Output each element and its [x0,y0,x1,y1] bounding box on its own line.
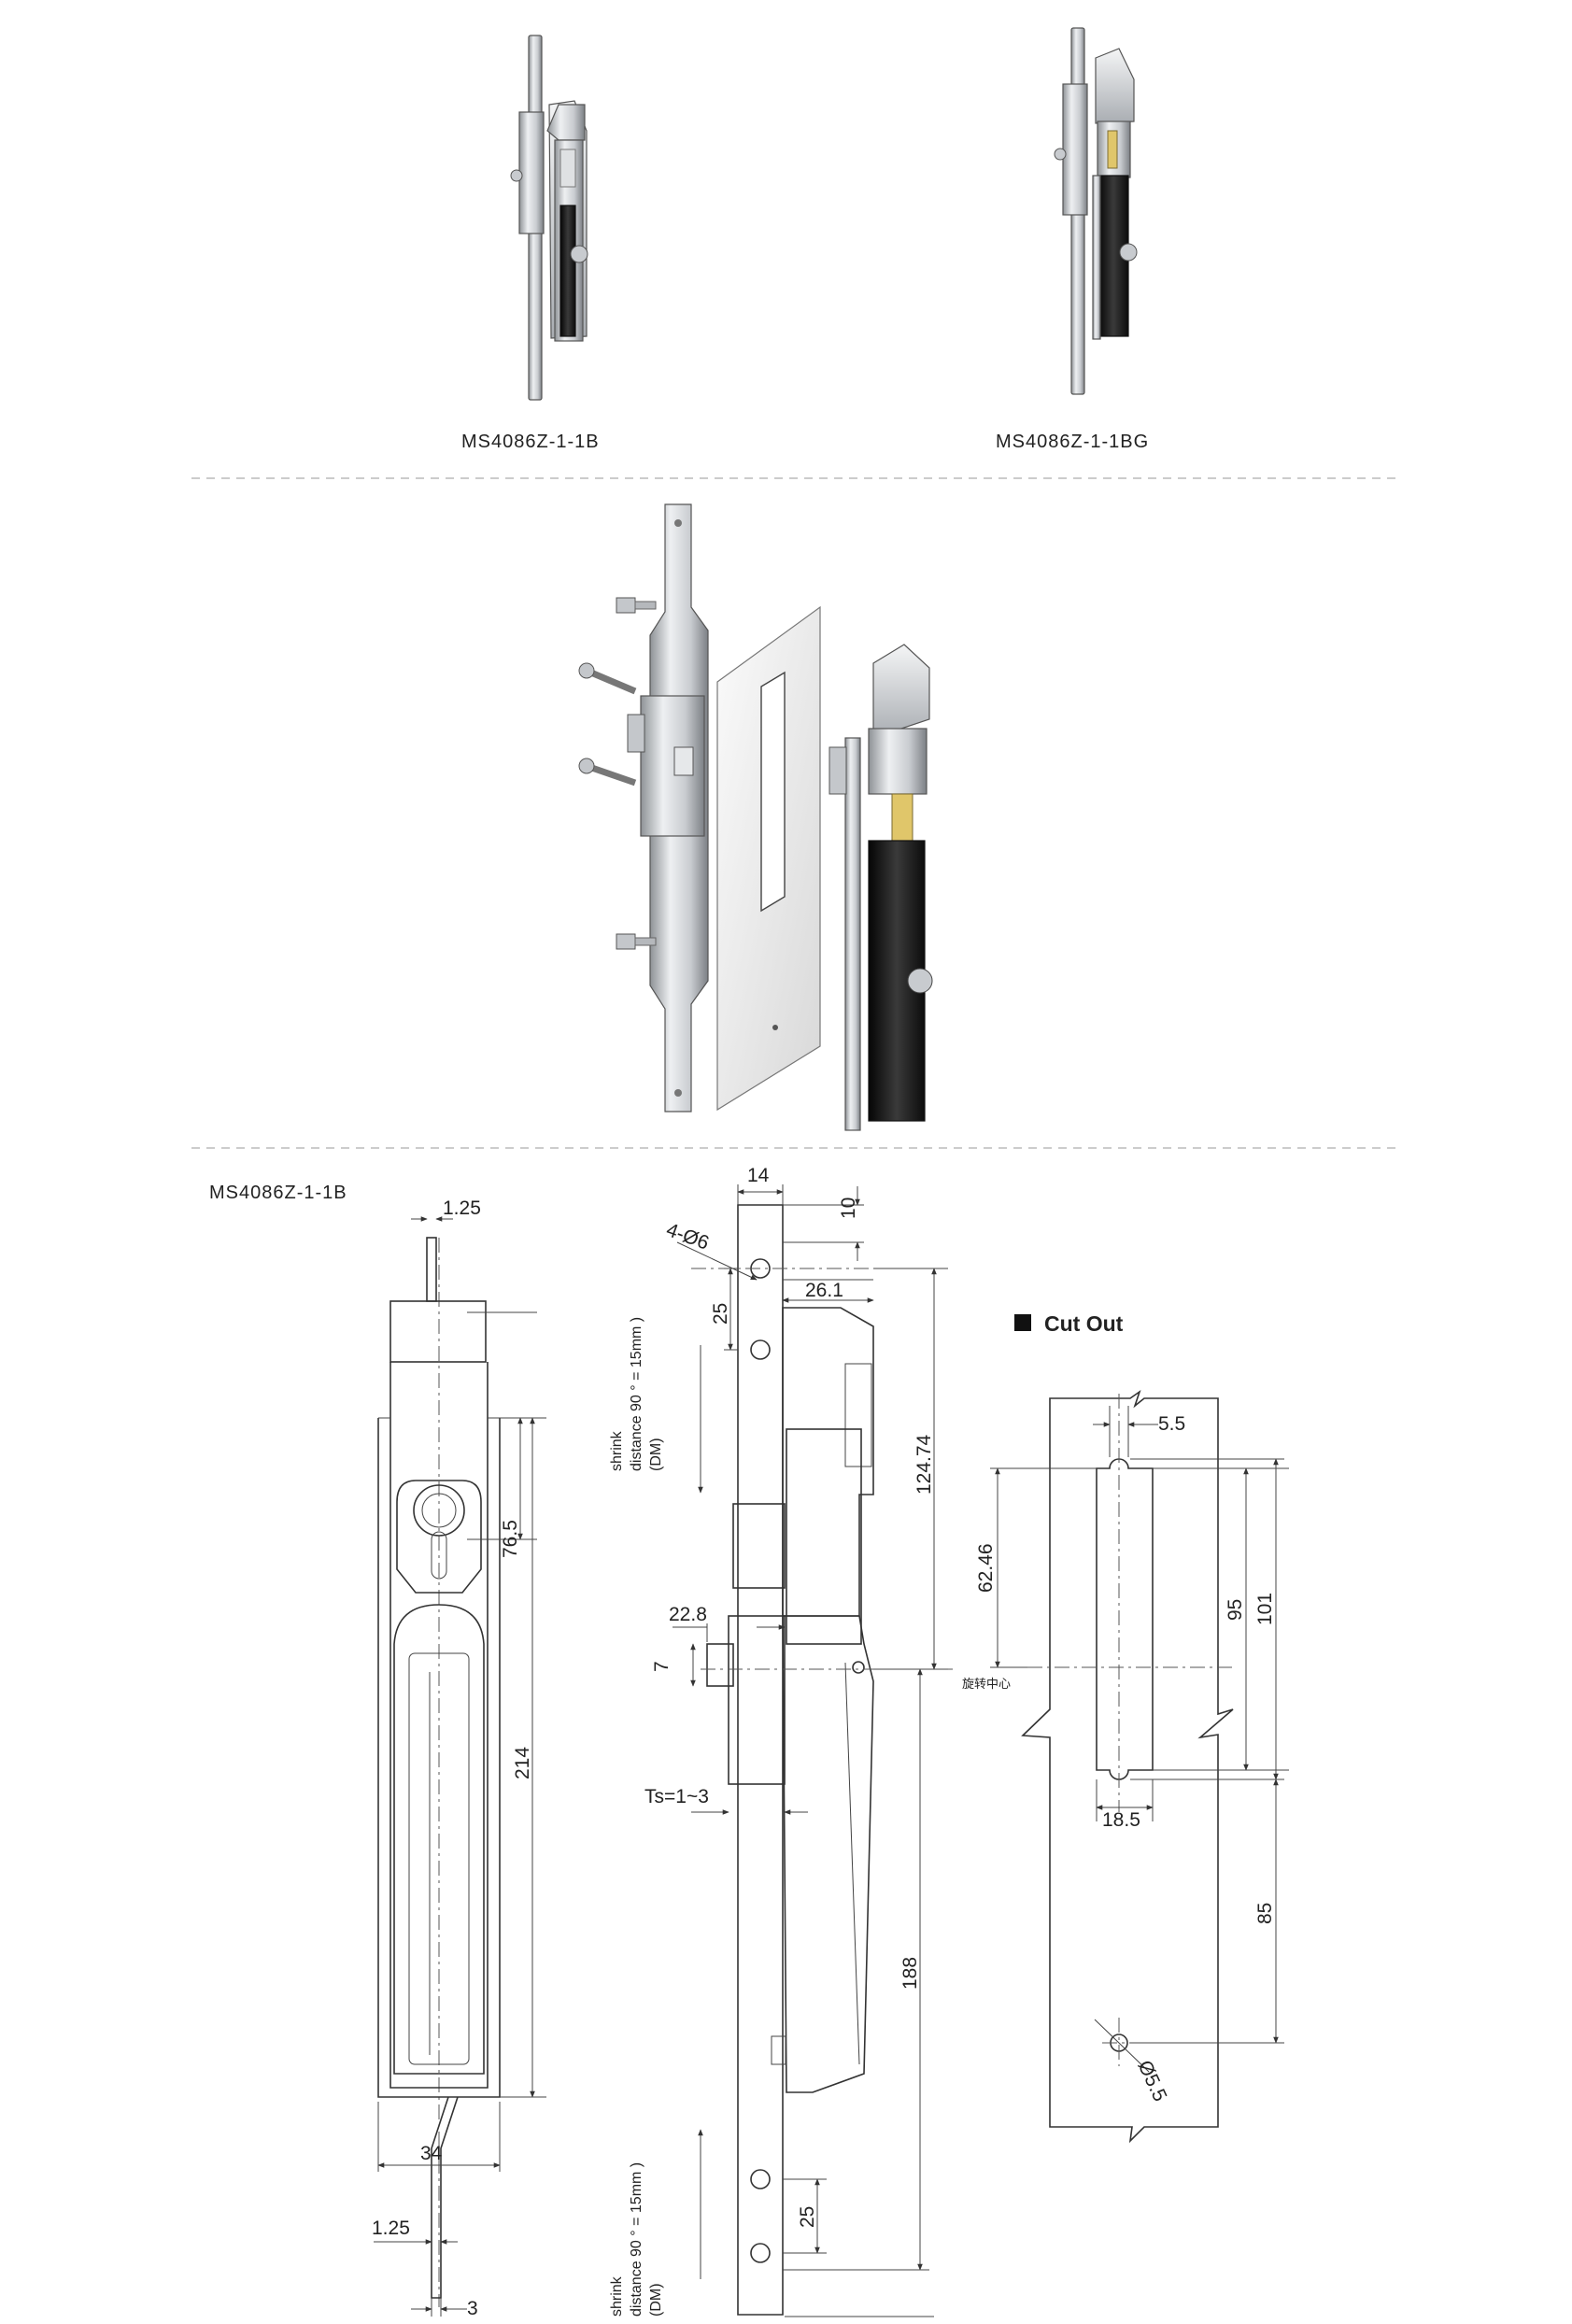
cutout-title: Cut Out [1044,1311,1124,1336]
dim-hole-distance: 85 [1254,1903,1276,1924]
dim-cam-offset: 22.8 [669,1604,707,1625]
product-image-ms4086z-1-1bg [1054,27,1138,395]
svg-text:shrink: shrink [609,2275,625,2317]
dim-cam-height: 7 [651,1661,673,1672]
dim-strip-width: 14 [747,1165,770,1186]
svg-text:distance 90 ° = 15mm ): distance 90 ° = 15mm ) [629,1317,644,1471]
dim-hole-pitch-top: 25 [710,1303,731,1325]
dim-hole-dia: Ø5.5 [1133,2057,1170,2104]
svg-text:shrink: shrink [609,1430,625,1471]
screw-icon [616,933,657,950]
screw-icon [616,597,657,614]
product-caption-1: MS4086Z-1-1B [461,432,600,452]
shrink-note-top: shrink distance 90 ° = 15mm ) (DM) [609,1317,664,1471]
dim-holes: 4-Ø6 [663,1219,712,1254]
dim-width: 34 [420,2143,443,2164]
screw-icon [578,662,637,695]
side-view-drawing: 14 10 4-Ø6 26.1 25 124.74 22.8 7 Ts=1~3 … [609,1165,1011,2317]
legend-square-icon [1014,1314,1031,1331]
cutout-drawing: Cut Out [975,1311,1289,2144]
svg-text:(DM): (DM) [648,2283,664,2317]
dim-slot-height: 95 [1225,1599,1246,1621]
front-view-drawing: 1.25 76.5 214 34 1.25 3 [372,1197,546,2319]
dim-top-gap: 10 [838,1197,859,1219]
dim-outer-height: 101 [1254,1593,1276,1625]
dim-thickness: Ts=1~3 [644,1786,709,1807]
dim-depth: 26.1 [805,1280,843,1301]
dim-lower-height: 188 [899,1957,921,1990]
dim-key-height: 76.5 [500,1520,521,1558]
dim-body-height: 214 [512,1747,533,1779]
svg-text:distance 90 ° = 15mm ): distance 90 ° = 15mm ) [629,2162,644,2317]
dim-total-height: 124.74 [913,1434,935,1495]
dim-rod-offset: 3 [467,2298,478,2319]
dim-bottom-rod: 1.25 [372,2218,410,2239]
dim-slot-width: 18.5 [1102,1809,1140,1831]
product-image-ms4086z-1-1b [510,35,588,401]
dim-top-slot: 5.5 [1158,1413,1185,1435]
exploded-assembly-view [578,503,933,1131]
screw-icon [578,758,637,786]
rotation-center-label: 旋转中心 [962,1677,1011,1691]
product-caption-2: MS4086Z-1-1BG [996,432,1149,452]
svg-text:(DM): (DM) [648,1438,664,1471]
drawing-model-label: MS4086Z-1-1B [209,1183,347,1203]
dim-hole-pitch-bottom: 25 [797,2206,818,2228]
dim-top-rod: 1.25 [443,1197,481,1219]
dim-offset: 62.46 [975,1543,997,1593]
shrink-note-bottom: shrink distance 90 ° = 15mm ) (DM) [609,2162,664,2317]
